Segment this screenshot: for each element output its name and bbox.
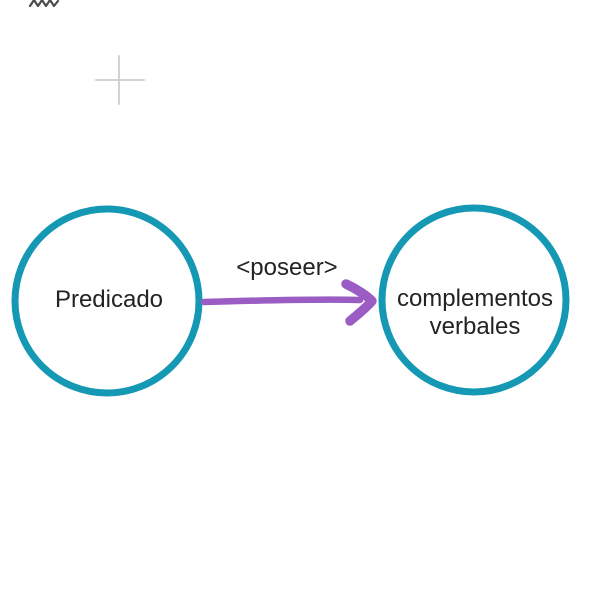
node-circle-predicado[interactable] [11, 205, 203, 397]
relation-arrow[interactable] [200, 279, 377, 326]
left-node-label[interactable]: Predicado [54, 286, 164, 313]
node-circle-complementos-verbales[interactable] [378, 204, 570, 396]
arrow-shaft[interactable] [200, 296, 364, 306]
arrow-head[interactable] [341, 279, 377, 326]
right-node-label[interactable]: complementos verbales [396, 285, 554, 340]
edge-label[interactable]: <poseer> [236, 254, 338, 281]
pen-scribble-artifact [28, 0, 60, 8]
crosshair-marker [95, 55, 145, 105]
